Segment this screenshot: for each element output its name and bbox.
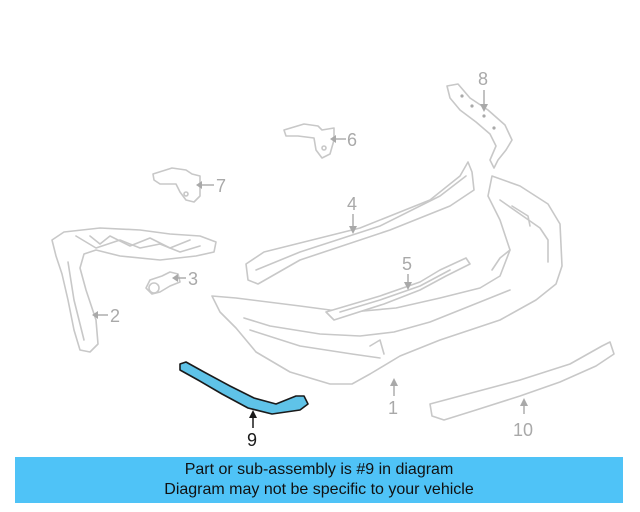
parts-diagram: 8 6 7 4 (51, 69, 615, 450)
callout-9: 9 (247, 410, 257, 450)
callout-8: 8 (478, 69, 488, 112)
part-9-highlighted (179, 361, 309, 415)
callout-7: 7 (196, 176, 226, 196)
callout-6-label: 6 (347, 130, 357, 150)
callout-2: 2 (92, 306, 120, 326)
banner-line-1: Part or sub-assembly is #9 in diagram (184, 461, 454, 478)
callout-3: 3 (172, 269, 198, 289)
part-4-reinforcement (245, 161, 475, 285)
callout-4: 4 (347, 194, 357, 234)
callout-6: 6 (330, 130, 357, 150)
part-1-bumper-cover (211, 175, 563, 385)
part-7-bracket (152, 167, 201, 203)
banner-line-2: Diagram may not be specific to your vehi… (164, 481, 474, 498)
callout-1-label: 1 (388, 398, 398, 418)
callout-1: 1 (388, 378, 398, 418)
callout-4-label: 4 (347, 194, 357, 214)
callout-7-label: 7 (216, 176, 226, 196)
part-2-side-bracket (51, 227, 217, 353)
callout-10-label: 10 (513, 420, 533, 440)
part-8-bracket (446, 83, 513, 169)
part-6-bracket (283, 123, 335, 159)
info-banner: Part or sub-assembly is #9 in diagram Di… (15, 457, 623, 503)
callout-2-label: 2 (110, 306, 120, 326)
part-3-clip (145, 271, 181, 295)
callout-8-label: 8 (478, 69, 488, 89)
callout-5-label: 5 (402, 254, 412, 274)
callout-10: 10 (513, 398, 533, 440)
part-10-moulding (429, 341, 615, 421)
callout-3-label: 3 (188, 269, 198, 289)
callout-5: 5 (402, 254, 412, 290)
callout-9-label: 9 (247, 430, 257, 450)
